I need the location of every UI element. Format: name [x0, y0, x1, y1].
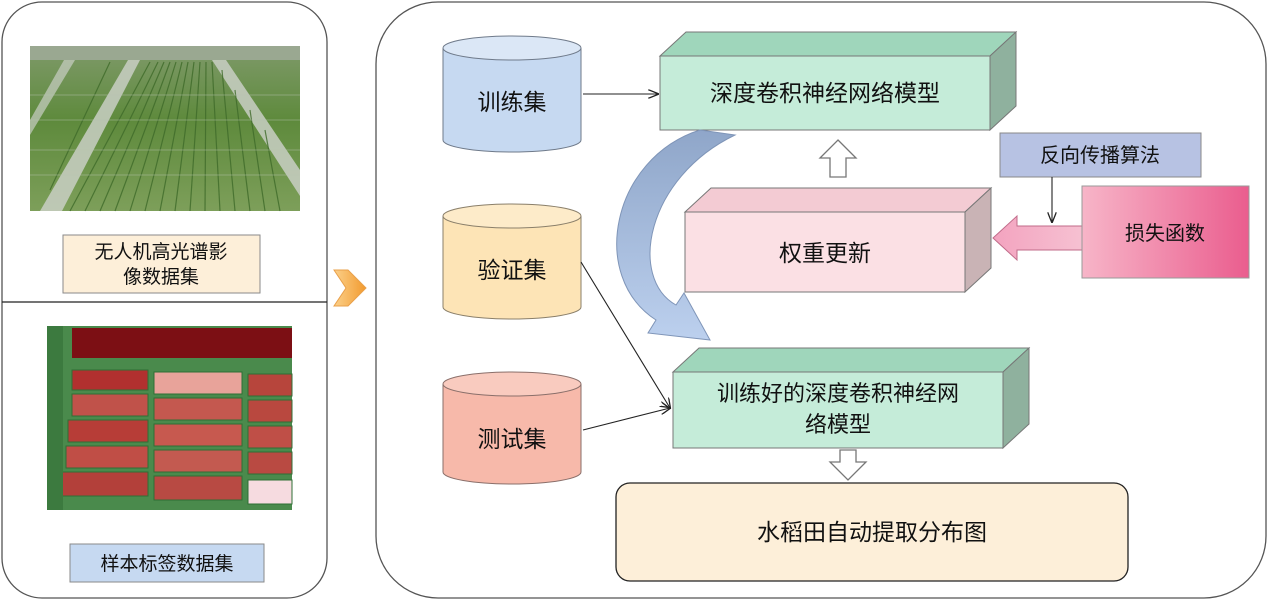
- cnn-model-label: 深度卷积神经网络模型: [710, 81, 940, 107]
- weight-update-box: [683, 186, 993, 294]
- arrow-test-to-trained: [582, 408, 670, 431]
- hollow-up-arrow: [818, 139, 858, 178]
- loss-function-box: [1081, 185, 1250, 279]
- sample-dataset-label: 样本标签数据集: [100, 553, 233, 575]
- uav-dataset-label-line1: 无人机高光谱影: [94, 241, 227, 263]
- train-set-label: 训练集: [478, 90, 547, 116]
- output-box: [615, 482, 1129, 582]
- hollow-down-arrow: [828, 449, 868, 481]
- output-label: 水稻田自动提取分布图: [757, 520, 987, 546]
- weight-update-label: 权重更新: [779, 241, 871, 267]
- rice-paddy-photo: [30, 46, 300, 212]
- cnn-model-box: [658, 30, 1018, 132]
- sample-dataset-label-box: [69, 543, 265, 583]
- train-set-cylinder: [442, 35, 582, 153]
- test-set-label: 测试集: [478, 427, 547, 453]
- backprop-box: [999, 132, 1202, 178]
- loss-function-label: 损失函数: [1125, 221, 1205, 245]
- test-set-cylinder: [442, 371, 582, 485]
- validation-set-label: 验证集: [478, 258, 547, 284]
- uav-dataset-label-line2: 像数据集: [123, 266, 199, 288]
- curved-arrow-model-to-trained: [616, 129, 737, 341]
- trained-model-box: [671, 346, 1031, 450]
- trained-model-label-line1: 训练好的深度卷积神经网: [717, 382, 959, 407]
- sample-label-image: [47, 326, 293, 510]
- uav-dataset-label-box: [62, 234, 261, 294]
- right-chevron-arrow: [333, 269, 367, 307]
- arrow-validation-to-trained: [580, 261, 670, 408]
- validation-set-cylinder: [442, 203, 582, 320]
- backprop-label: 反向传播算法: [1040, 143, 1160, 167]
- trained-model-label-line2: 络模型: [805, 413, 871, 438]
